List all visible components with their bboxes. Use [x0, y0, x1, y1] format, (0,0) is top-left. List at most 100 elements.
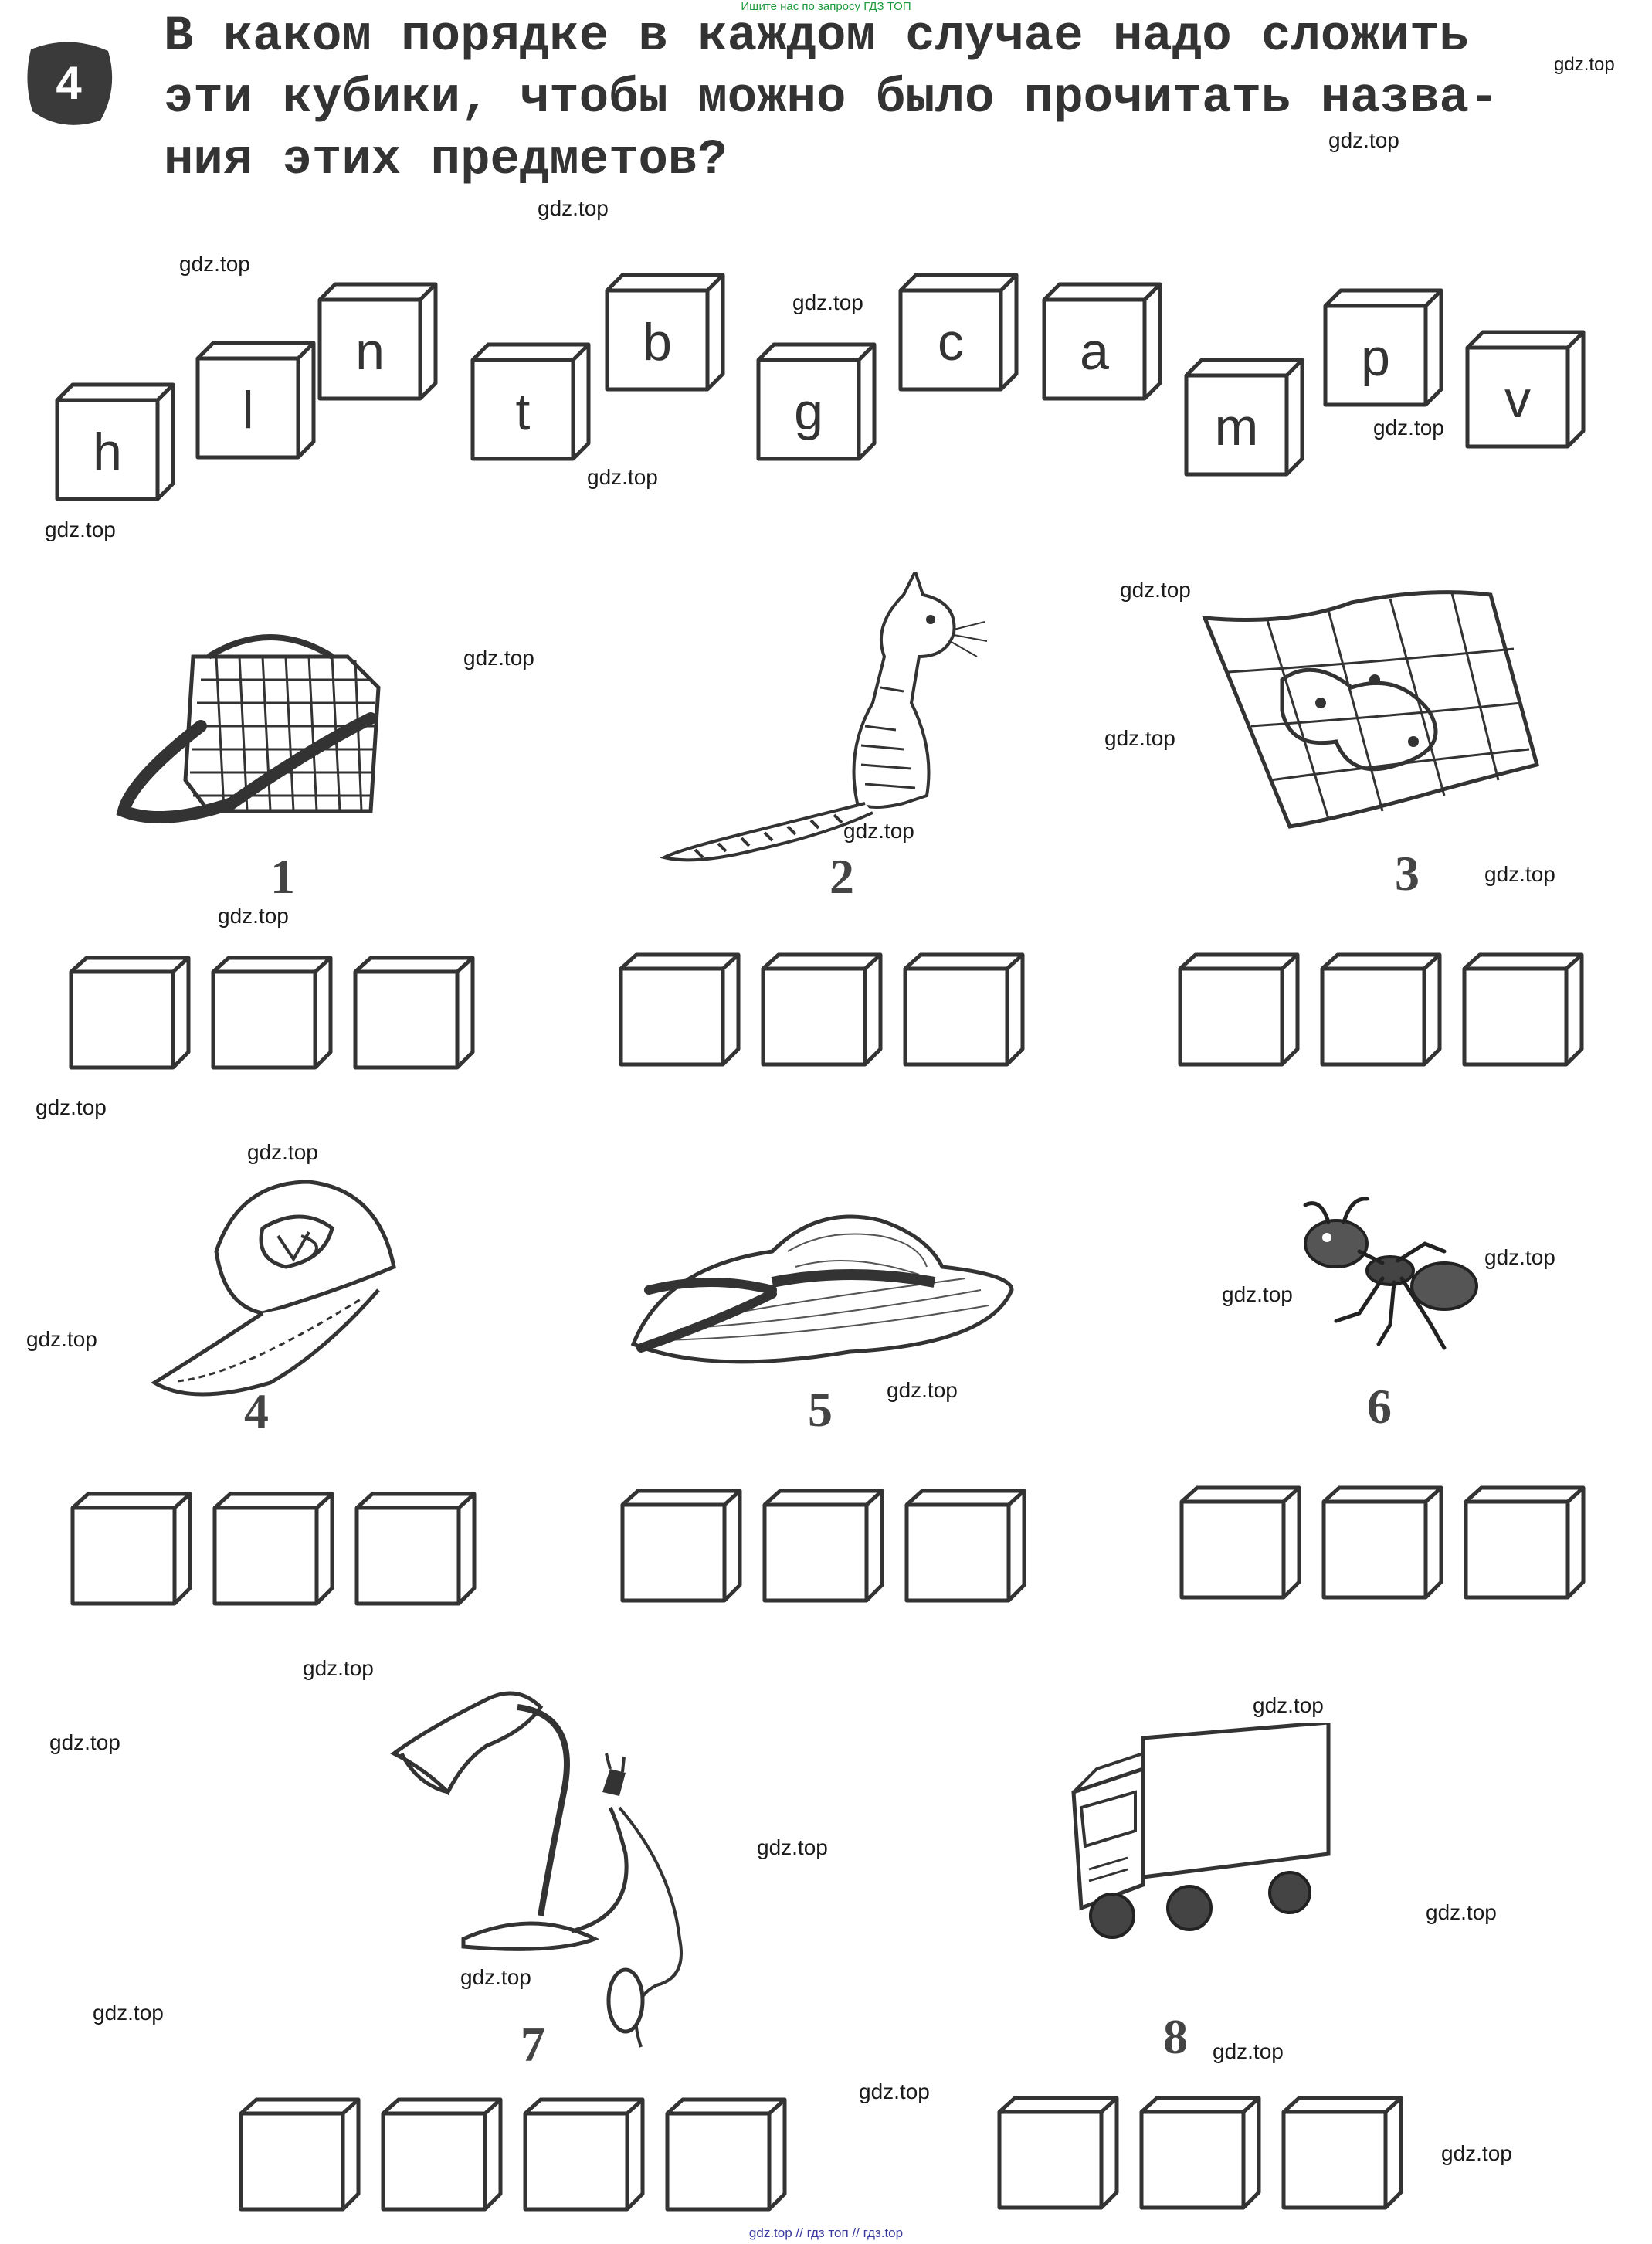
answer-cube[interactable]	[68, 955, 192, 1071]
letter-cube-b: b	[607, 275, 723, 389]
task-instruction: В каком порядке в каждом случае надо сло…	[164, 6, 1608, 192]
svg-text:m: m	[1215, 398, 1259, 457]
item-number-8: 8	[1163, 2009, 1188, 2064]
watermark: gdz.top	[26, 1327, 97, 1351]
answer-row-6	[1179, 1485, 1586, 1601]
letter-cubes: h l n t b g c a m p v	[0, 0, 1652, 541]
watermark: gdz.top	[887, 1378, 958, 1402]
answer-row-1	[68, 955, 476, 1071]
answer-cube[interactable]	[619, 1488, 743, 1604]
watermark: gdz.top	[49, 1730, 120, 1754]
answer-cube[interactable]	[1321, 1485, 1444, 1601]
answer-cube[interactable]	[212, 1491, 335, 1607]
watermark: gdz.top	[1426, 1900, 1497, 1924]
watermark: gdz.top	[179, 252, 250, 276]
task-line-3: ния этих предметов?	[164, 133, 728, 188]
letter-cube-a: a	[1044, 284, 1160, 399]
watermark: gdz.top	[1441, 2141, 1512, 2165]
watermark: gdz.top	[792, 290, 863, 314]
cat-icon	[660, 572, 988, 862]
letter-cube-h: h	[57, 385, 173, 499]
answer-cube[interactable]	[70, 1491, 193, 1607]
answer-row-4	[70, 1491, 477, 1607]
svg-text:v: v	[1504, 370, 1531, 429]
answer-cube[interactable]	[902, 952, 1026, 1068]
answer-cube[interactable]	[664, 2096, 788, 2212]
answer-cube[interactable]	[762, 1488, 885, 1604]
answer-row-7	[238, 2096, 788, 2212]
svg-text:g: g	[794, 382, 823, 441]
svg-text:n: n	[355, 322, 385, 381]
watermark: gdz.top	[1222, 1282, 1293, 1306]
svg-text:h: h	[93, 423, 122, 481]
answer-cube[interactable]	[1179, 1485, 1302, 1601]
item-number-3: 3	[1395, 846, 1420, 901]
svg-text:p: p	[1361, 328, 1390, 387]
answer-cube[interactable]	[210, 955, 334, 1071]
answer-cube[interactable]	[996, 2095, 1120, 2211]
watermark: gdz.top	[36, 1095, 107, 1119]
answer-cube[interactable]	[1177, 952, 1301, 1068]
answer-cube[interactable]	[522, 2096, 646, 2212]
task-number: 4	[56, 57, 82, 109]
watermark: gdz.top	[1213, 2039, 1284, 2063]
ant-icon	[1303, 1197, 1478, 1350]
top-banner[interactable]: Ищите нас по запросу ГДЗ ТОП	[741, 0, 911, 13]
letter-cube-g: g	[758, 345, 874, 459]
answer-cube[interactable]	[352, 955, 476, 1071]
watermark: gdz.top	[1373, 416, 1444, 440]
watermark: gdz.top	[587, 465, 658, 489]
letter-cube-n: n	[320, 284, 436, 399]
answer-cube[interactable]	[380, 2096, 504, 2212]
watermark: gdz.top	[757, 1835, 828, 1859]
letter-cube-m: m	[1186, 360, 1302, 474]
answer-row-3	[1177, 952, 1585, 1068]
cap-icon	[151, 1180, 396, 1397]
task-line-1: В каком порядке в каждом случае надо сло…	[164, 9, 1469, 65]
watermark: gdz.top	[1484, 1245, 1555, 1269]
answer-cube[interactable]	[1463, 1485, 1586, 1601]
bag-icon	[116, 634, 381, 823]
watermark: gdz.top	[93, 2001, 164, 2025]
letter-cube-c: c	[901, 275, 1016, 389]
answer-cube[interactable]	[238, 2096, 361, 2212]
task-line-2: эти кубики, чтобы можно было прочитать н…	[164, 71, 1499, 127]
answer-row-5	[619, 1488, 1027, 1604]
answer-cube[interactable]	[760, 952, 884, 1068]
svg-text:t: t	[516, 382, 531, 441]
watermark: gdz.top	[218, 904, 289, 928]
letter-cube-v: v	[1467, 332, 1583, 446]
watermark: gdz.top	[1104, 726, 1175, 750]
letter-cube-t: t	[473, 345, 589, 459]
answer-cube[interactable]	[1281, 2095, 1404, 2211]
svg-text:l: l	[242, 381, 253, 440]
watermark: gdz.top	[843, 819, 914, 843]
watermark: gdz.top	[1554, 54, 1615, 75]
answer-cube[interactable]	[1461, 952, 1585, 1068]
watermark: gdz.top	[538, 196, 609, 220]
letter-cube-l: l	[198, 343, 314, 457]
watermark: gdz.top	[247, 1140, 318, 1164]
watermark: gdz.top	[463, 646, 534, 670]
answer-cube[interactable]	[618, 952, 741, 1068]
answer-row-8	[996, 2095, 1404, 2211]
watermark: gdz.top	[1328, 128, 1399, 152]
watermark: gdz.top	[1253, 1693, 1324, 1717]
watermark: gdz.top	[45, 518, 116, 541]
answer-cube[interactable]	[354, 1491, 477, 1607]
task-number-badge: 4	[27, 42, 113, 125]
answer-cube[interactable]	[904, 1488, 1027, 1604]
answer-cube[interactable]	[1138, 2095, 1262, 2211]
watermark: gdz.top	[1484, 862, 1555, 886]
lamp-icon	[390, 1691, 683, 2048]
answer-cube[interactable]	[1319, 952, 1443, 1068]
map-icon	[1202, 590, 1540, 829]
item-number-1: 1	[270, 849, 295, 904]
item-number-6: 6	[1367, 1379, 1392, 1434]
svg-text:c: c	[938, 313, 964, 372]
bottom-banner[interactable]: gdz.top // гдз топ // гдз.top	[748, 2225, 904, 2240]
van-icon	[1071, 1723, 1331, 1939]
watermark: gdz.top	[859, 2079, 930, 2103]
watermark: gdz.top	[303, 1656, 374, 1680]
letter-cube-p: p	[1325, 290, 1441, 405]
